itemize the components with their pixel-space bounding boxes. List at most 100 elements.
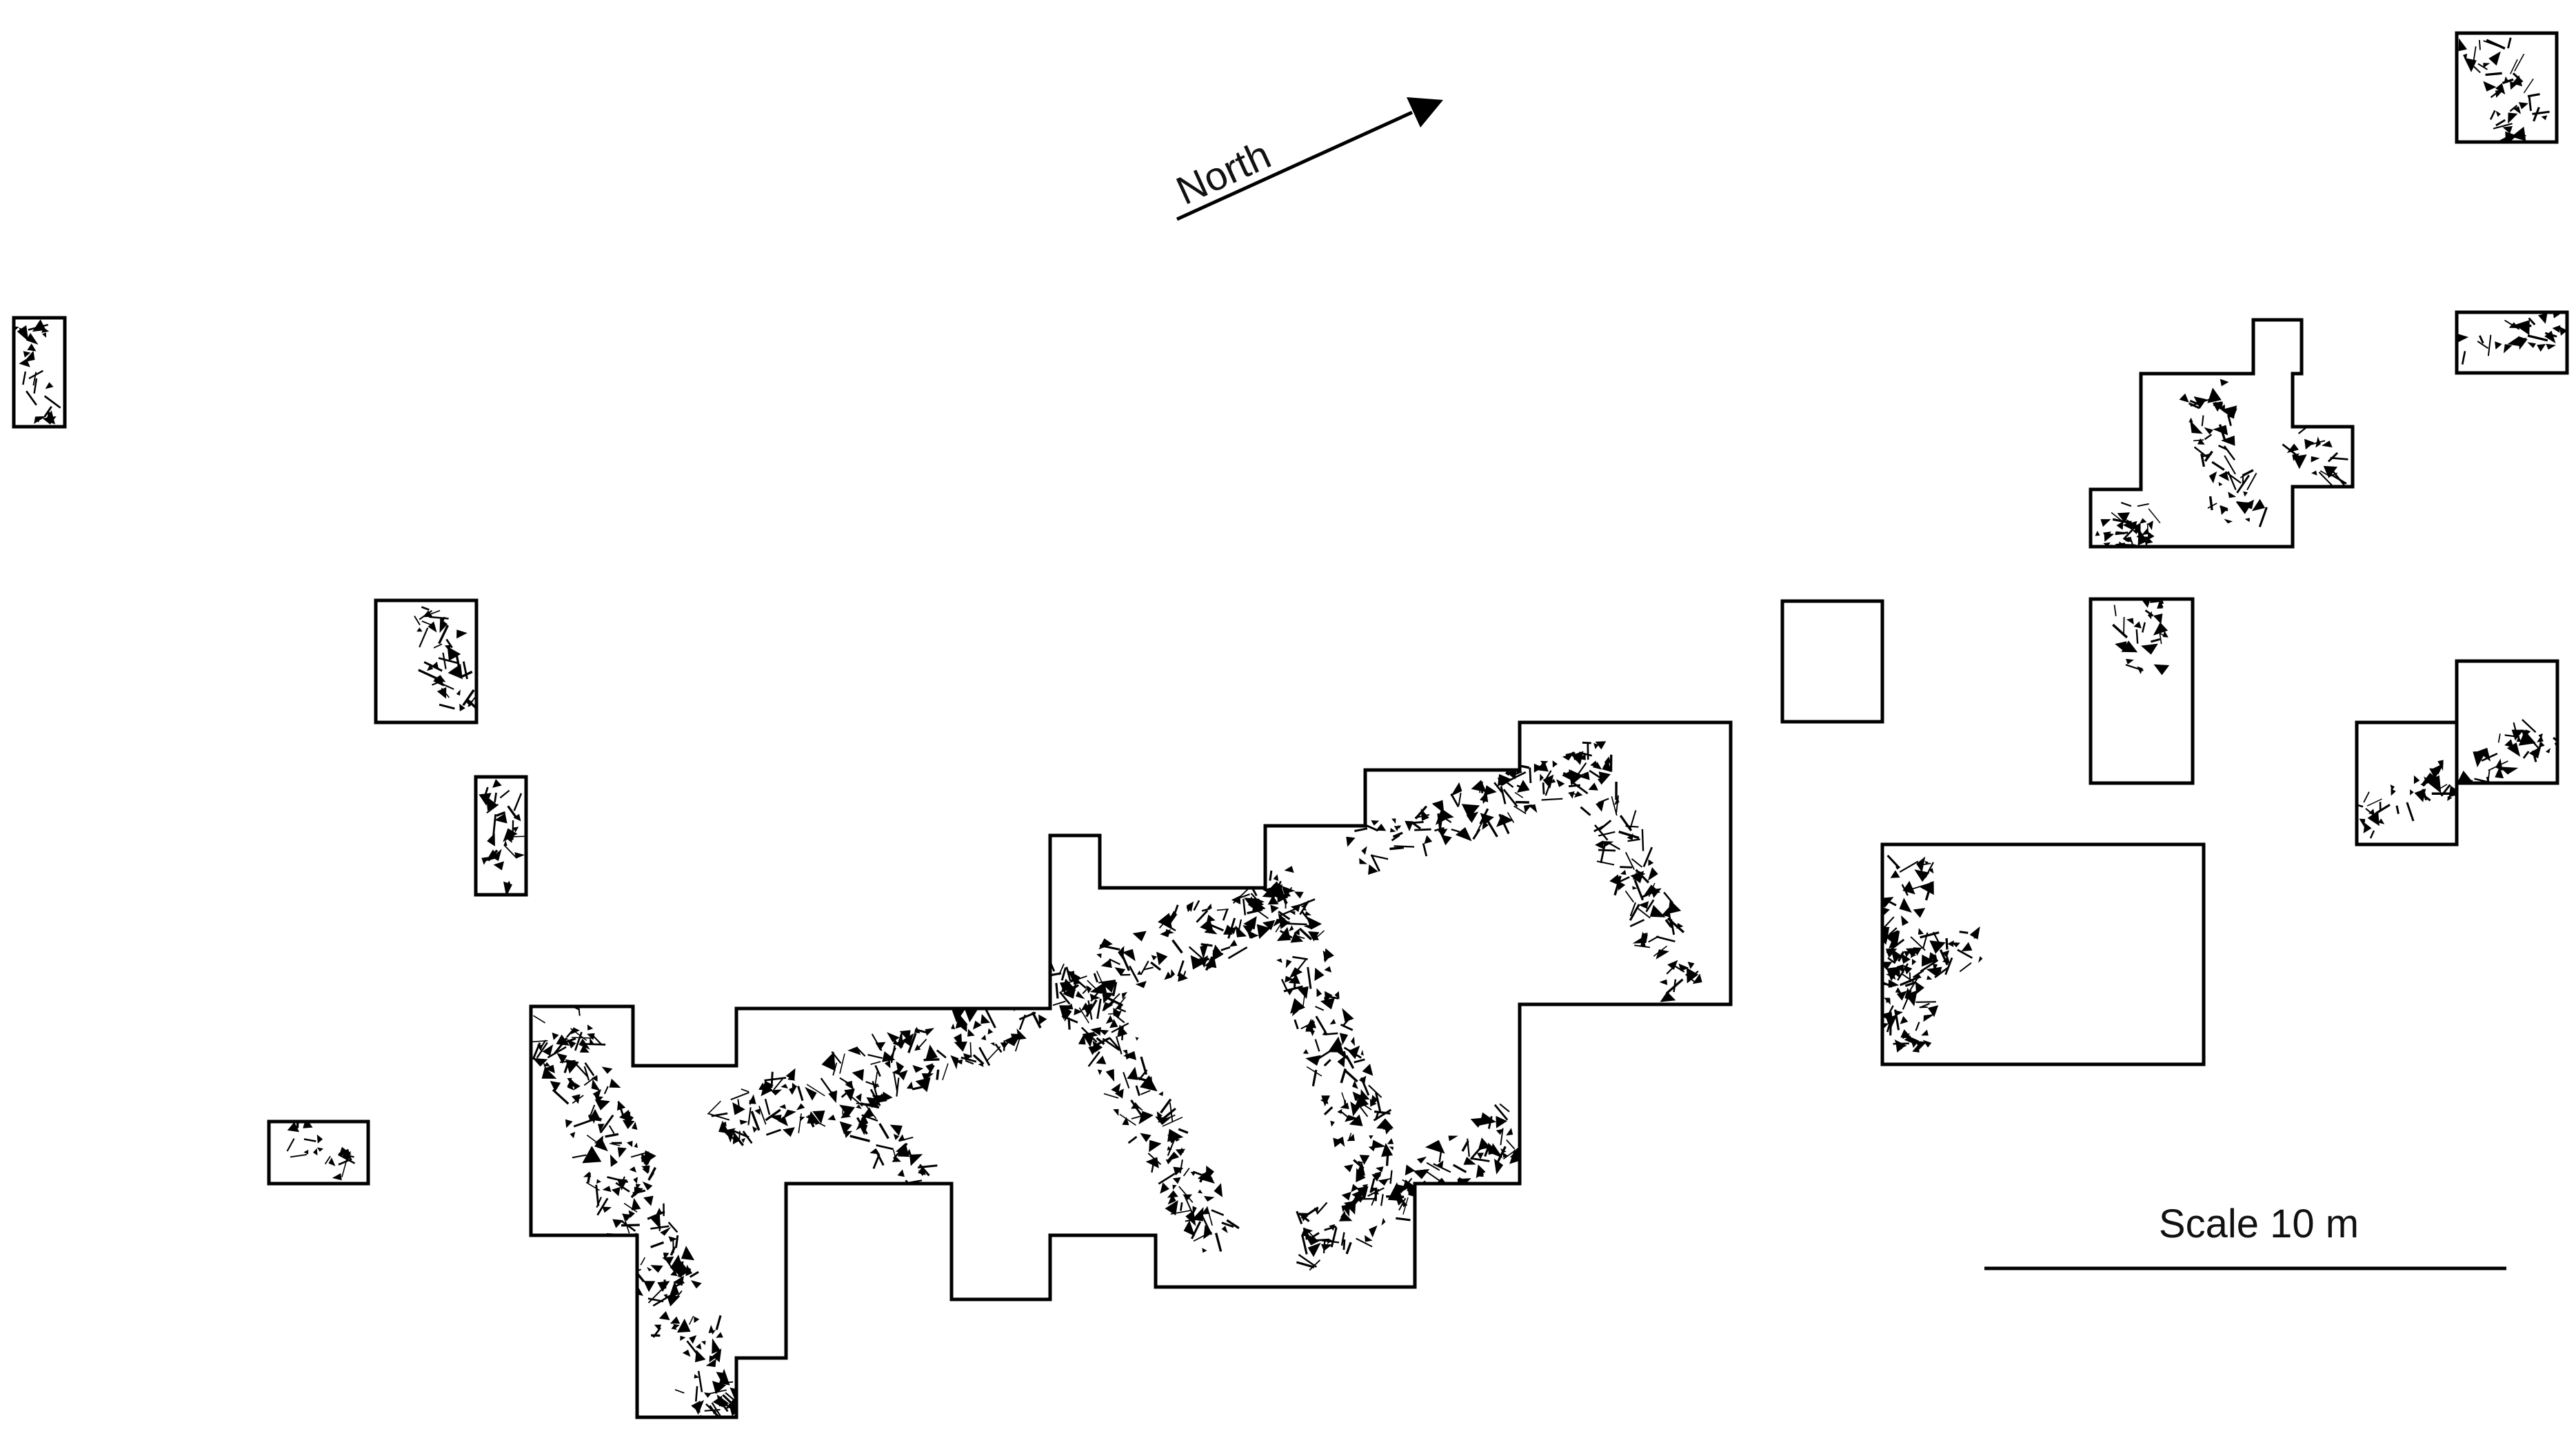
stone-mark xyxy=(1063,984,1077,999)
stone-mark xyxy=(1571,751,1584,765)
stone-mark xyxy=(1016,1028,1027,1040)
stone-mark xyxy=(748,1094,756,1104)
stone-mark xyxy=(652,1294,672,1307)
stone-mark xyxy=(972,1054,985,1065)
stone-mark xyxy=(1354,827,1368,833)
stone-mark xyxy=(1080,1002,1090,1011)
stone-mark xyxy=(2487,334,2492,356)
stone-mark xyxy=(856,1104,862,1109)
stone-mark xyxy=(1922,954,1935,967)
stone-mark xyxy=(1624,890,1635,903)
stone-mark xyxy=(2510,81,2518,90)
stone-mark xyxy=(815,1121,820,1125)
stone-mark xyxy=(1096,953,1102,959)
stone-mark xyxy=(893,1073,898,1093)
stone-mark xyxy=(2145,537,2153,545)
stone-mark xyxy=(2390,784,2395,791)
stone-mark xyxy=(1354,1058,1365,1064)
stone-mark xyxy=(1476,1164,1486,1179)
stone-mark xyxy=(1296,1261,1315,1268)
stone-mark xyxy=(1286,988,1294,995)
stone-mark xyxy=(694,1399,705,1415)
stone-mark xyxy=(1359,858,1368,864)
stone-mark xyxy=(1636,906,1651,919)
stone-mark xyxy=(2147,531,2155,540)
stone-mark xyxy=(1306,1066,1322,1077)
stone-mark xyxy=(503,844,517,859)
stone-mark xyxy=(1339,1033,1349,1045)
stone-mark xyxy=(839,1077,848,1084)
stone-mark xyxy=(1192,1170,1213,1180)
stone-mark xyxy=(1362,1184,1369,1189)
stone-mark xyxy=(1897,963,1909,981)
stone-mark xyxy=(2406,802,2415,822)
stone-mark xyxy=(1114,967,1126,976)
stone-mark xyxy=(1360,1089,1370,1100)
stone-mark xyxy=(1484,1146,1490,1157)
stone-mark xyxy=(1571,780,1589,795)
stone-mark xyxy=(2513,106,2522,114)
stone-mark xyxy=(303,1138,316,1142)
stone-mark xyxy=(732,1102,745,1115)
stone-mark xyxy=(1225,926,1237,935)
stone-mark xyxy=(1886,966,1902,982)
stone-mark xyxy=(752,1126,758,1133)
stone-mark xyxy=(1247,896,1254,903)
stone-mark xyxy=(1336,1038,1342,1046)
stone-mark xyxy=(712,1348,722,1363)
stone-mark xyxy=(2518,102,2528,110)
stone-mark xyxy=(812,1111,825,1124)
stone-mark xyxy=(1345,1241,1352,1255)
stone-mark xyxy=(603,1086,609,1095)
stone-mark xyxy=(876,1144,894,1151)
stone-mark xyxy=(1132,931,1147,942)
stone-mark xyxy=(1909,972,1911,983)
stone-mark xyxy=(1150,961,1162,971)
stone-mark xyxy=(1393,845,1415,848)
stone-mark xyxy=(447,646,461,661)
stone-mark xyxy=(1178,1186,1194,1203)
stone-mark xyxy=(1200,943,1209,960)
stone-mark xyxy=(1243,916,1257,930)
stone-mark xyxy=(925,1044,938,1060)
stone-mark xyxy=(1003,1040,1005,1051)
stone-mark xyxy=(2292,453,2300,461)
stone-mark xyxy=(574,1031,583,1051)
stone-mark xyxy=(1406,820,1424,824)
stone-mark xyxy=(1354,1098,1372,1111)
stone-mark xyxy=(296,1122,299,1128)
stone-mark xyxy=(1496,1115,1507,1128)
stone-mark xyxy=(1593,742,1599,749)
stone-mark xyxy=(2193,446,2209,459)
stone-mark xyxy=(1289,911,1296,915)
stone-mark xyxy=(1140,960,1149,975)
stone-mark xyxy=(1031,1002,1042,1008)
stone-mark xyxy=(1305,1055,1321,1066)
stone-mark xyxy=(456,689,461,696)
stone-mark xyxy=(626,1140,633,1147)
stone-mark xyxy=(1191,1207,1204,1222)
stone-mark xyxy=(496,811,506,817)
stone-mark xyxy=(1078,1007,1089,1024)
stone-mark xyxy=(1882,982,1895,986)
stone-mark xyxy=(1552,760,1558,768)
stone-mark xyxy=(654,1324,662,1331)
stone-mark xyxy=(1191,1221,1202,1239)
stone-mark xyxy=(856,1093,862,1102)
stone-mark xyxy=(485,795,498,811)
stone-mark xyxy=(1541,798,1563,801)
stone-mark xyxy=(503,828,518,842)
stone-mark xyxy=(1324,1225,1337,1231)
stone-mark xyxy=(2112,623,2129,639)
stone-mark xyxy=(1183,1194,1192,1200)
stone-mark xyxy=(1082,1031,1095,1048)
stone-mark xyxy=(316,1147,323,1152)
stone-mark xyxy=(1920,931,1940,939)
stone-mark xyxy=(1463,1157,1476,1165)
stone-mark xyxy=(2304,438,2315,450)
stone-mark xyxy=(633,1177,638,1184)
stone-mark xyxy=(1058,963,1065,975)
stone-mark xyxy=(643,1195,654,1206)
stone-mark xyxy=(747,1107,752,1126)
stone-mark xyxy=(2204,427,2213,435)
